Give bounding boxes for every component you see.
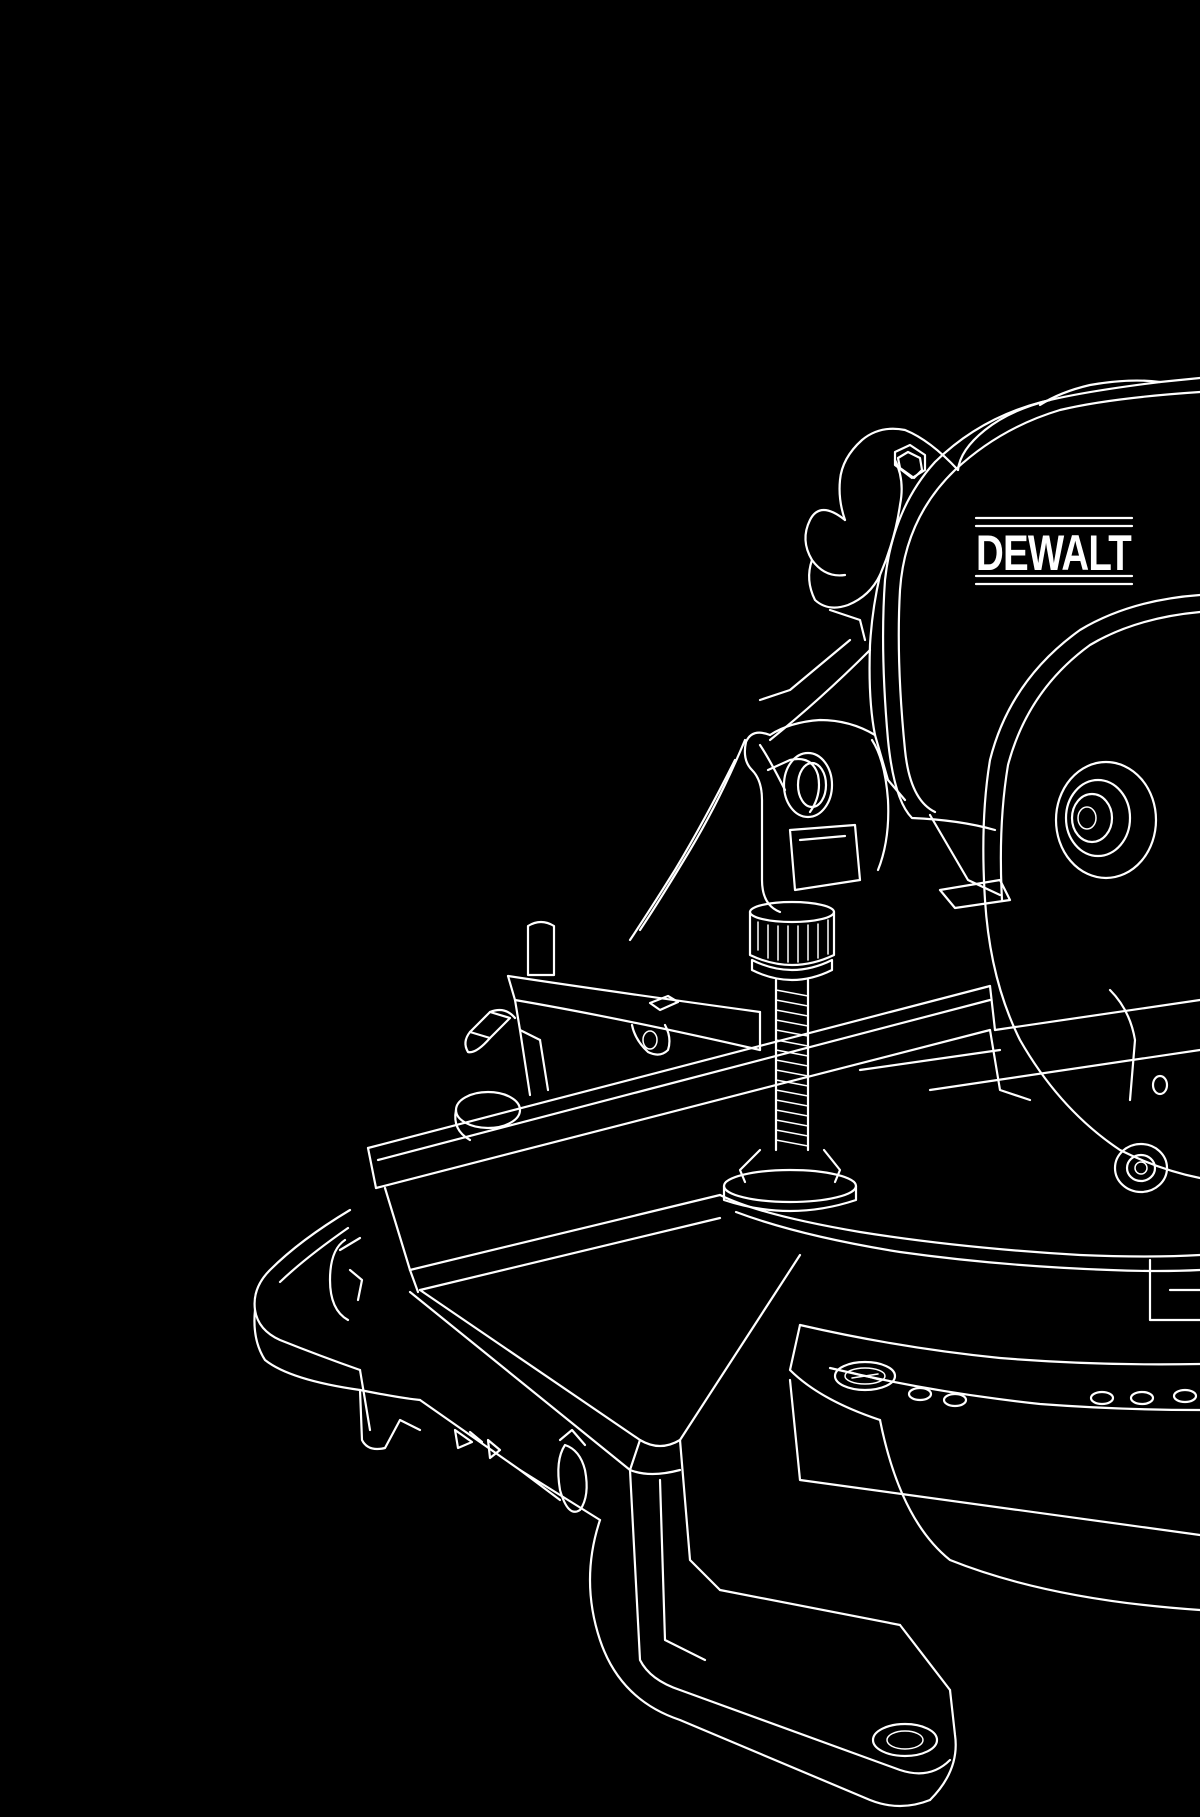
fence [366,984,1200,1294]
blade-arbor [1054,760,1158,880]
turntable [718,1193,1200,1422]
brand-logo-text: DEWALT [976,525,1131,581]
rear-support [628,608,872,942]
material-clamp [464,900,858,1213]
blade-guard [881,376,1200,1180]
fence-extension-knob [454,1090,522,1142]
pivot-arm [743,731,1012,914]
motor-housing [768,398,1052,737]
base [253,1208,1200,1808]
bevel-pivot-bolt [1108,988,1169,1194]
brand-logo: DEWALT [974,516,1134,586]
